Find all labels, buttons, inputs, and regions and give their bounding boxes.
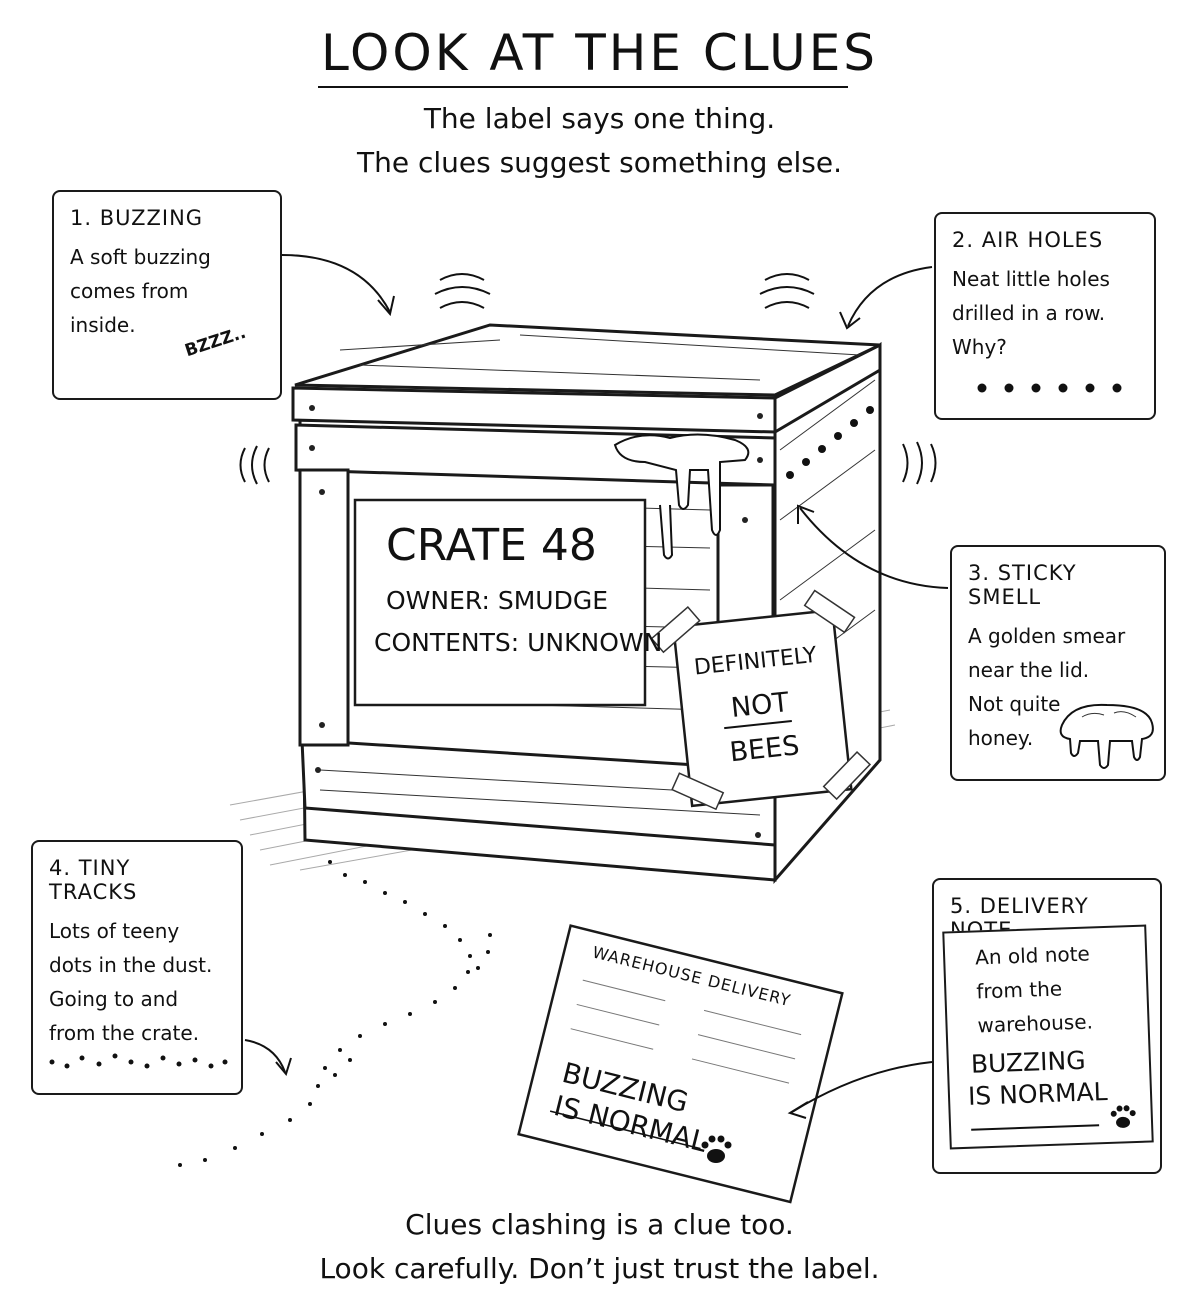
- crate-label-title: CRATE 48: [386, 520, 597, 571]
- clue-4-body: Lots of teeny dots in the dust. Going to…: [49, 919, 213, 1045]
- note-underline: [971, 1124, 1100, 1131]
- subtitle-line-1: The label says one thing.: [423, 102, 776, 135]
- crate-owner: OWNER: SMUDGE: [386, 586, 609, 615]
- page-title: LOOK AT THE CLUES: [320, 24, 879, 82]
- paw-print-icon: [1110, 1105, 1136, 1128]
- arrow-icon: [244, 254, 949, 1119]
- sound-wave-icon: [239, 273, 937, 485]
- footer-line-1: Clues clashing is a clue too.: [405, 1208, 794, 1241]
- clue-1-heading: 1. BUZZING: [70, 206, 204, 230]
- subtitle-line-2: The clues suggest something else.: [356, 146, 843, 179]
- definitely-not-bees-sign: [650, 589, 872, 811]
- clue-2-heading: 2. AIR HOLES: [952, 228, 1104, 252]
- honey-smear-icon: [1059, 703, 1154, 769]
- nails: [309, 405, 763, 838]
- clue-card-buzzing: 1. BUZZING A soft buzzing comes from ins…: [52, 190, 282, 400]
- delivery-note-paper: An old note from the warehouse. BUZZING …: [942, 924, 1154, 1150]
- clue-card-delivery-note: 5. DELIVERY NOTE An old note from the wa…: [932, 878, 1162, 1174]
- clue-1-body: A soft buzzing comes from inside.: [70, 245, 211, 337]
- clue-3-heading: 3. STICKY SMELL: [968, 561, 1077, 609]
- paw-print-icon: [701, 1135, 732, 1163]
- honey-drip-icon: [613, 433, 750, 560]
- air-holes: [786, 406, 874, 479]
- air-holes-dots-icon: [977, 383, 1122, 393]
- title-underline: [318, 86, 848, 88]
- clue-card-air-holes: 2. AIR HOLES Neat little holes drilled i…: [934, 212, 1156, 420]
- clue-3-body: A golden smear near the lid. Not quite h…: [968, 624, 1126, 750]
- sign-text: DEFINITELY NOT BEES: [674, 632, 847, 780]
- clue-2-body: Neat little holes drilled in a row. Why?: [952, 267, 1110, 359]
- clue-card-sticky-smell: 3. STICKY SMELL A golden smear near the …: [950, 545, 1166, 781]
- clue-4-heading: 4. TINY TRACKS: [49, 856, 138, 904]
- crate-contents: CONTENTS: UNKNOWN: [374, 628, 663, 657]
- clue-card-tiny-tracks: 4. TINY TRACKS Lots of teeny dots in the…: [31, 840, 243, 1095]
- tiny-tracks-trail: [178, 860, 492, 1167]
- footer-line-2: Look carefully. Don’t just trust the lab…: [319, 1252, 880, 1285]
- clue-5-body: An old note from the warehouse.: [974, 941, 1094, 1038]
- crate-label-plate: [353, 498, 647, 707]
- delivery-paper: [517, 924, 844, 1204]
- tracks-dots-icon: [49, 1053, 228, 1069]
